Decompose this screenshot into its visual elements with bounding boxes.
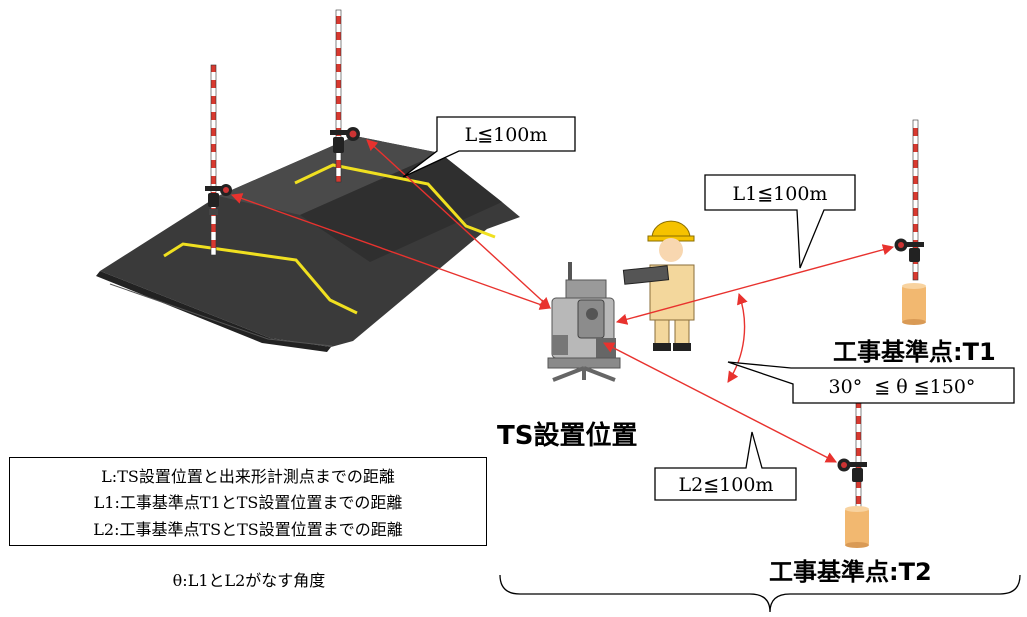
theta-note: θ:L1とL2がなす角度 [172,571,326,590]
legend-box: L:TS設置位置と出来形計測点までの距離 L1:工事基準点T1とTS設置位置まで… [9,457,487,546]
survey-pole-prism-icon [894,119,924,281]
surveyor-icon [622,220,695,351]
callout-l2: L2≦100m [654,431,797,501]
survey-pole-prism-icon [837,397,867,519]
label-benchmark-t1: 工事基準点:T1 [833,338,996,366]
callout-l-text: L≦100m [465,124,548,146]
callout-l2-text: L2≦100m [679,474,774,496]
legend-line-l: L:TS設置位置と出来形計測点までの距離 [101,467,395,487]
benchmark-post-icon [845,506,869,548]
measurement-lines [230,139,895,463]
angle-arc [727,292,748,383]
line-l2 [603,342,837,463]
callout-angle: 30° ≦ θ ≦150° [727,361,1015,404]
callout-angle-text: 30° ≦ θ ≦150° [829,376,976,398]
embankment [96,136,520,352]
label-ts-position: TS設置位置 [497,420,637,451]
legend-line-l2: L2:工事基準点TSとTS設置位置までの距離 [93,519,403,539]
bottom-brace [499,574,1021,613]
callout-l1: L1≦100m [704,174,856,269]
survey-pole-prism-icon [330,9,360,183]
callout-l: L≦100m [402,116,576,178]
benchmark-post-icon [902,283,926,325]
total-station-icon [547,262,621,382]
callout-l1-text: L1≦100m [733,183,828,205]
line-to-top-prism [366,139,551,309]
legend-line-l1: L1:工事基準点T1とTS設置位置までの距離 [93,493,403,513]
label-benchmark-t2: 工事基準点:T2 [769,558,932,586]
survey-pole-prism-icon [205,64,232,256]
line-l1 [615,244,895,325]
